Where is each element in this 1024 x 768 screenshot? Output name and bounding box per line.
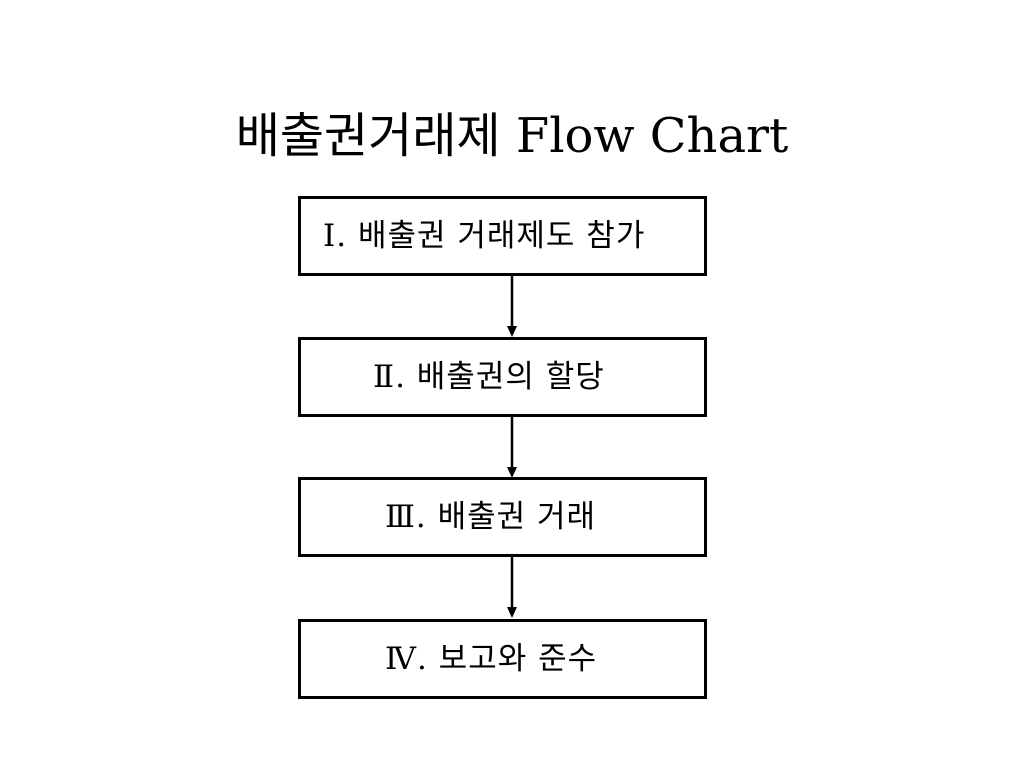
flow-step-3-label: Ⅲ. 배출권 거래 bbox=[385, 499, 597, 535]
flow-arrow-3-4 bbox=[507, 557, 517, 618]
flow-step-4-label: Ⅳ. 보고와 준수 bbox=[385, 641, 598, 677]
slide-title: 배출권거래제 Flow Chart bbox=[235, 108, 789, 164]
flow-step-2-box: Ⅱ. 배출권의 할당 bbox=[298, 337, 707, 417]
flow-arrow-1-2 bbox=[507, 276, 517, 337]
flow-step-1-box: Ⅰ. 배출권 거래제도 참가 bbox=[298, 196, 707, 276]
flow-step-2-label: Ⅱ. 배출권의 할당 bbox=[373, 359, 605, 395]
flow-arrow-2-3 bbox=[507, 417, 517, 478]
flow-step-3-box: Ⅲ. 배출권 거래 bbox=[298, 477, 707, 557]
flow-step-4-box: Ⅳ. 보고와 준수 bbox=[298, 619, 707, 699]
flow-step-1-label: Ⅰ. 배출권 거래제도 참가 bbox=[323, 218, 646, 254]
